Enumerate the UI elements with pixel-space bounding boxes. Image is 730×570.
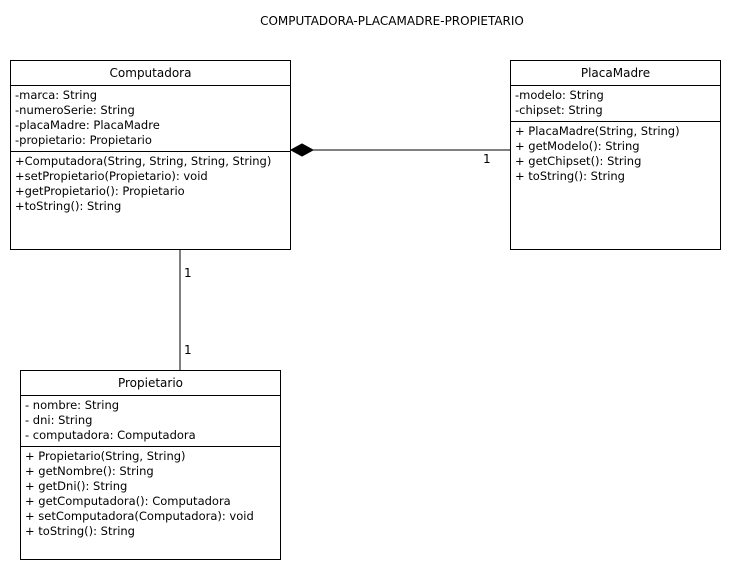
class-placamadre[interactable]: PlacaMadre -modelo: String -chipset: Str…: [510, 60, 721, 250]
attribute: -propietario: Propietario: [15, 133, 152, 147]
operation: + setComputadora(Computadora): void: [25, 509, 254, 523]
operation: + getDni(): String: [25, 479, 128, 493]
class-operations: + Propietario(String, String) + getNombr…: [21, 447, 280, 541]
class-name: Propietario: [21, 371, 280, 396]
class-name: Computadora: [11, 61, 290, 86]
operation: + getChipset(): String: [515, 154, 642, 168]
attribute: -modelo: String: [515, 88, 604, 102]
operation: + Propietario(String, String): [25, 449, 186, 463]
attribute: -numeroSerie: String: [15, 103, 135, 117]
class-attributes: -marca: String -numeroSerie: String -pla…: [11, 86, 290, 152]
operation: + getModelo(): String: [515, 139, 640, 153]
class-computadora[interactable]: Computadora -marca: String -numeroSerie:…: [10, 60, 291, 250]
operation: +toString(): String: [15, 199, 122, 213]
attribute: -chipset: String: [515, 103, 603, 117]
attribute: - dni: String: [25, 413, 93, 427]
class-attributes: -modelo: String -chipset: String: [511, 86, 720, 122]
attribute: - computadora: Computadora: [25, 428, 196, 442]
class-attributes: - nombre: String - dni: String - computa…: [21, 396, 280, 447]
operation: + PlacaMadre(String, String): [515, 124, 680, 138]
composition-diamond-icon: [289, 143, 315, 157]
class-operations: +Computadora(String, String, String, Str…: [11, 152, 290, 216]
operation: + getNombre(): String: [25, 464, 154, 478]
attribute: -marca: String: [15, 88, 98, 102]
composition-multiplicity-placamadre: 1: [483, 152, 491, 166]
operation: + toString(): String: [515, 169, 625, 183]
association-multiplicity-computadora: 1: [184, 266, 192, 280]
operation: + toString(): String: [25, 524, 135, 538]
class-operations: + PlacaMadre(String, String) + getModelo…: [511, 122, 720, 186]
association-multiplicity-propietario: 1: [184, 343, 192, 357]
attribute: -placaMadre: PlacaMadre: [15, 118, 160, 132]
operation: +Computadora(String, String, String, Str…: [15, 154, 272, 168]
operation: +setPropietario(Propietario): void: [15, 169, 208, 183]
attribute: - nombre: String: [25, 398, 120, 412]
operation: + getComputadora(): Computadora: [25, 494, 231, 508]
diagram-title: COMPUTADORA-PLACAMADRE-PROPIETARIO: [260, 14, 524, 28]
operation: +getPropietario(): Propietario: [15, 184, 185, 198]
class-propietario[interactable]: Propietario - nombre: String - dni: Stri…: [20, 370, 281, 560]
class-name: PlacaMadre: [511, 61, 720, 86]
